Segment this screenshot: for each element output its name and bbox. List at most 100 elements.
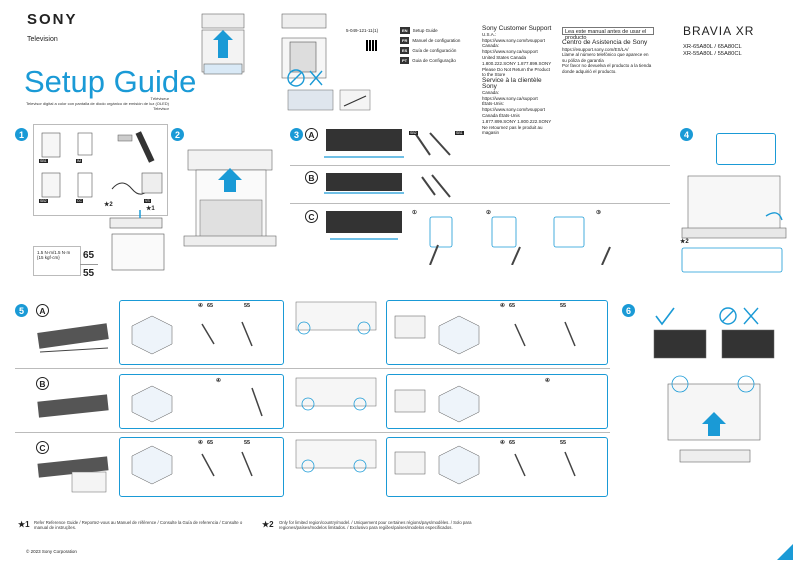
step-6-badge: 6 [622,304,635,317]
step-5-bracket-illustrations [131,315,263,485]
step-5-tv-thumbnails [37,323,109,493]
substep-4: ④ [500,440,505,446]
support-line: États-Unis: [482,101,505,107]
substep-1: ① [412,210,417,216]
step-5-bracket-illustrations-right [394,315,576,485]
step-5b-left-panel [119,374,284,429]
step-5c-left-panel [119,437,284,497]
torque-spec: 1.5 N·m/1.5 N·m {15 kgf·cm} [33,246,81,276]
size-55-label: 55 [560,440,567,446]
subtitle: Téléviseur Televisor digital a color con… [24,96,169,111]
part-number: 5-049-121-11(1) [346,28,379,33]
footnote-1: Refer Reference Guide / Reportez-vous au… [34,520,243,531]
step-5a-left-panel [119,300,284,365]
size-65-label: 65 [509,440,516,446]
support-line: U.S.A.: [482,31,497,37]
substep-4: ④ [198,303,203,309]
support-title-fr: Service à la clientèle Sony [482,77,542,90]
support-line: Canada: [482,43,500,49]
customer-support: Sony Customer Support U.S.A.: https://ww… [482,25,554,136]
model-list: XR-65A80L / 65A80CL XR-55A80L / 55A80CL [683,44,742,58]
lang-code: ES [400,47,410,54]
centro-line: Llame al número telefónico que aparece e… [562,52,649,63]
divider [290,165,670,166]
size-55-label: 55 [83,268,95,279]
substep-4: ④ [198,440,203,446]
size-65-label: 65 [83,250,95,261]
support-link[interactable]: https://www.sony.com/tvsupport [482,107,545,113]
support-line: Please Do Not Return the Product to the … [482,66,551,78]
support-link[interactable]: https://www.sony.com/tvsupport [482,37,545,43]
step-6-illustration [653,307,775,463]
category-label: Television [27,36,58,43]
size-65-label: 65 [207,303,214,309]
centro-title: Centro de Asistencia de Sony [562,39,648,46]
support-line: Canada États-Unis [482,112,520,118]
notice-box: Lea este manual antes de usar el product… [562,27,654,41]
model-name: XR-65A80L / 65A80CL [683,44,742,50]
support-title: Sony Customer Support [482,25,552,32]
option-c-badge: C [36,441,49,454]
substep-2: ② [486,210,491,216]
page-corner-icon [777,544,793,560]
warning-illustration [287,69,371,111]
substep-4: ④ [545,378,550,384]
centro-link[interactable]: https://esupport.sony.com/ES/LA/ [562,46,629,52]
option-b-badge: B [305,171,318,184]
lang-code: FR [400,37,410,44]
step-5b-right-panel [386,374,608,429]
part-tag-im: IM [76,159,82,163]
lang-code: PT [400,57,410,64]
step-3-badge: 3 [290,128,303,141]
footnote-2: Only for limited region/country/model. /… [279,520,472,531]
step-3-stand-illustrations [324,129,611,265]
lang-label: Guía de configuración [412,48,457,53]
copyright: © 2023 Sony Corporation [26,549,77,554]
support-line: Canada: [482,89,500,95]
lang-label: Manuel de configuration [412,38,461,43]
size-65-label: 65 [509,303,516,309]
part-tag-sb1: SB1 [39,159,48,163]
option-a-badge: A [305,128,318,141]
unboxing-illustration [201,13,327,79]
step-4-badge: 4 [680,128,693,141]
divider [290,203,670,204]
model-name: XR-55A80L / 55A80CL [683,51,742,57]
divider [15,432,610,433]
stand-assembly-illustration [109,210,165,271]
substep-4: ④ [500,303,505,309]
size-55-label: 55 [560,303,567,309]
subtitle-line: Televisor [153,106,169,111]
option-b-badge: B [36,377,49,390]
part-tag-sb2: SB2 [39,199,48,203]
divider [15,368,610,369]
option-c-badge: C [305,210,318,223]
accessories-icons [41,131,163,198]
size-65-label: 65 [207,440,214,446]
part-tag-sb1: SB1 [455,131,464,135]
support-line: United States Canada [482,54,527,60]
footnote-marker-2: ★2 [104,202,113,208]
torque-value: 1.5 N·m/1.5 N·m [37,250,71,255]
step-5c-right-panel [386,437,608,497]
support-line: 1.877.899.SONY 1.800.222.SONY [482,118,552,124]
qr-code [366,40,377,51]
lang-label: Setup Guide [412,28,438,33]
divider [80,264,98,265]
size-55-label: 55 [244,303,251,309]
step-5-badge: 5 [15,304,28,317]
support-link[interactable]: https://www.sony.ca/support [482,95,538,101]
substep-4: ④ [216,378,221,384]
step-5-center-tv-illustrations [295,301,377,473]
footnote-1-mark: ★1 [18,520,30,529]
support-line: 1.800.222.SONY 1.877.899.SONY [482,60,552,66]
part-tag-vs: VS [144,199,151,203]
support-link[interactable]: https://www.sony.ca/support [482,49,538,55]
support-line: Ne retournez pas le produit au magasin [482,124,543,136]
footnote-2-mark: ★2 [262,520,274,529]
substep-3: ③ [596,210,601,216]
